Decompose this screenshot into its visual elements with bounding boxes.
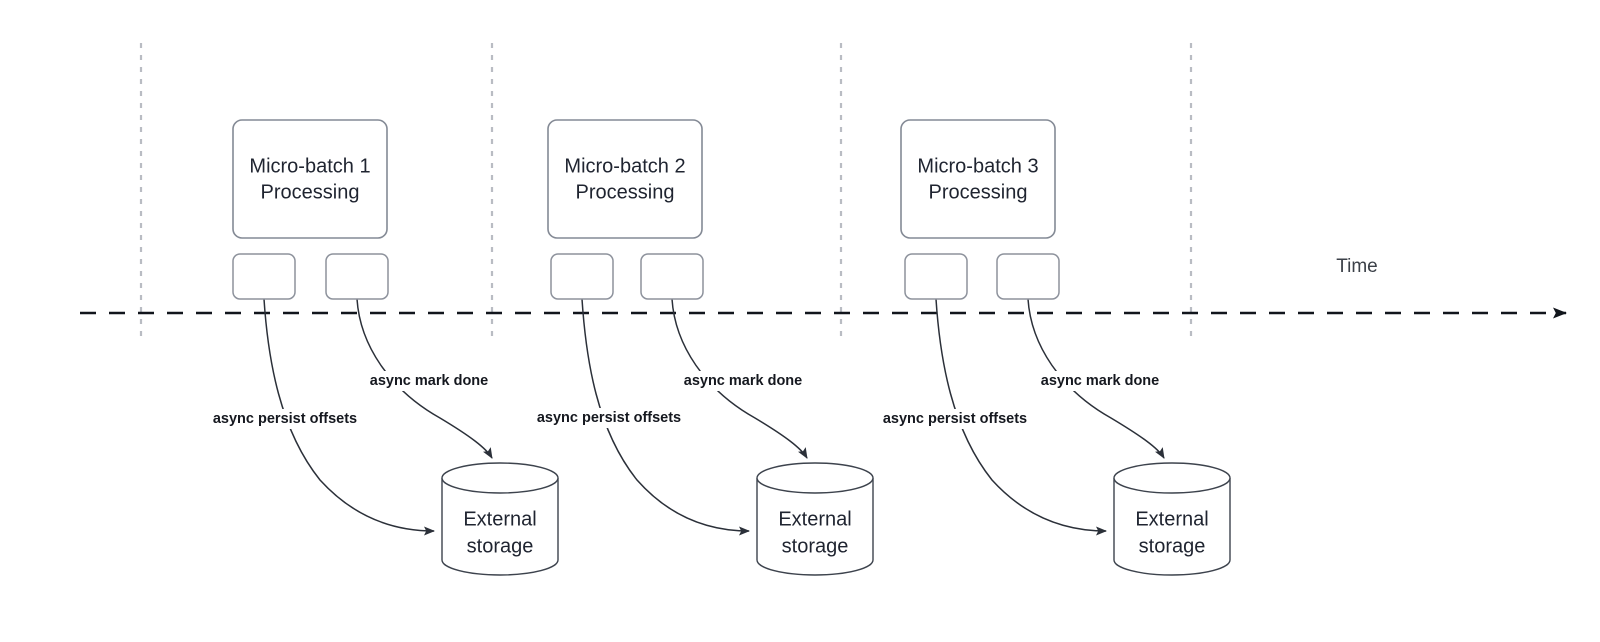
group-3-persist-curve: [935, 298, 1107, 536]
group-3-batch-label-line1: Micro-batch 3: [917, 155, 1038, 177]
group-2-persist-label-bg: [520, 408, 698, 428]
group-1-task-box-left[interactable]: [232, 253, 296, 300]
group-1-storage-label-line2: storage: [467, 535, 534, 557]
time-axis-label: Time: [1336, 256, 1378, 277]
group-1-task-box-right[interactable]: [325, 253, 389, 300]
group-3-cylinder-top: [1113, 462, 1231, 494]
group-3-markdone-label-bg: [1031, 371, 1171, 391]
group-2-markdone-label-bg: [674, 371, 814, 391]
group-3-batch-label-line2: Processing: [929, 181, 1028, 203]
group-1-markdone-curve: [356, 298, 493, 459]
group-1-persist-label: async persist offsets: [213, 411, 357, 427]
group-3-persist-label: async persist offsets: [883, 411, 1027, 427]
group-2-storage-label-line2: storage: [782, 535, 849, 557]
group-3-storage-label-line2: storage: [1139, 535, 1206, 557]
group-2-storage-label-line1: External: [778, 508, 851, 530]
group-1: Micro-batch 1 Processing async persist o…: [196, 119, 559, 576]
group-2-cylinder-body: [756, 478, 874, 576]
group-3-cylinder-body: [1113, 478, 1231, 576]
group-1-storage-label-line1: External: [463, 508, 536, 530]
group-2-task-box-left[interactable]: [550, 253, 614, 300]
group-3-storage-label-line1: External: [1135, 508, 1208, 530]
group-2-markdone-curve: [671, 298, 808, 459]
group-2-storage-cylinder[interactable]: External storage: [756, 462, 874, 576]
group-3: Micro-batch 3 Processing async persist o…: [866, 119, 1231, 576]
group-3-markdone-label: async mark done: [1041, 373, 1159, 389]
group-2-batch-box[interactable]: [547, 119, 703, 239]
tick-lines: [139, 43, 1193, 340]
group-1-markdone-label: async mark done: [370, 373, 488, 389]
group-3-task-box-left[interactable]: [904, 253, 968, 300]
group-1-persist-label-bg: [196, 409, 374, 429]
group-1-batch-box[interactable]: [232, 119, 388, 239]
group-2-cylinder-top: [756, 462, 874, 494]
group-1-markdone-label-bg: [360, 371, 500, 391]
group-2: Micro-batch 2 Processing async persist o…: [520, 119, 874, 576]
group-3-markdone-curve: [1027, 298, 1165, 459]
group-3-batch-box[interactable]: [900, 119, 1056, 239]
group-1-batch-label-line1: Micro-batch 1: [249, 155, 370, 177]
group-1-batch-label-line2: Processing: [261, 181, 360, 203]
group-1-cylinder-top: [441, 462, 559, 494]
group-3-task-box-right[interactable]: [996, 253, 1060, 300]
group-2-batch-label-line1: Micro-batch 2: [564, 155, 685, 177]
group-2-persist-curve: [581, 298, 750, 536]
group-2-task-box-right[interactable]: [640, 253, 704, 300]
group-1-persist-curve: [263, 298, 435, 536]
group-3-storage-cylinder[interactable]: External storage: [1113, 462, 1231, 576]
group-3-persist-label-bg: [866, 409, 1044, 429]
group-2-markdone-label: async mark done: [684, 373, 802, 389]
group-1-storage-cylinder[interactable]: External storage: [441, 462, 559, 576]
group-2-batch-label-line2: Processing: [576, 181, 675, 203]
group-2-persist-label: async persist offsets: [537, 410, 681, 426]
group-1-cylinder-body: [441, 478, 559, 576]
